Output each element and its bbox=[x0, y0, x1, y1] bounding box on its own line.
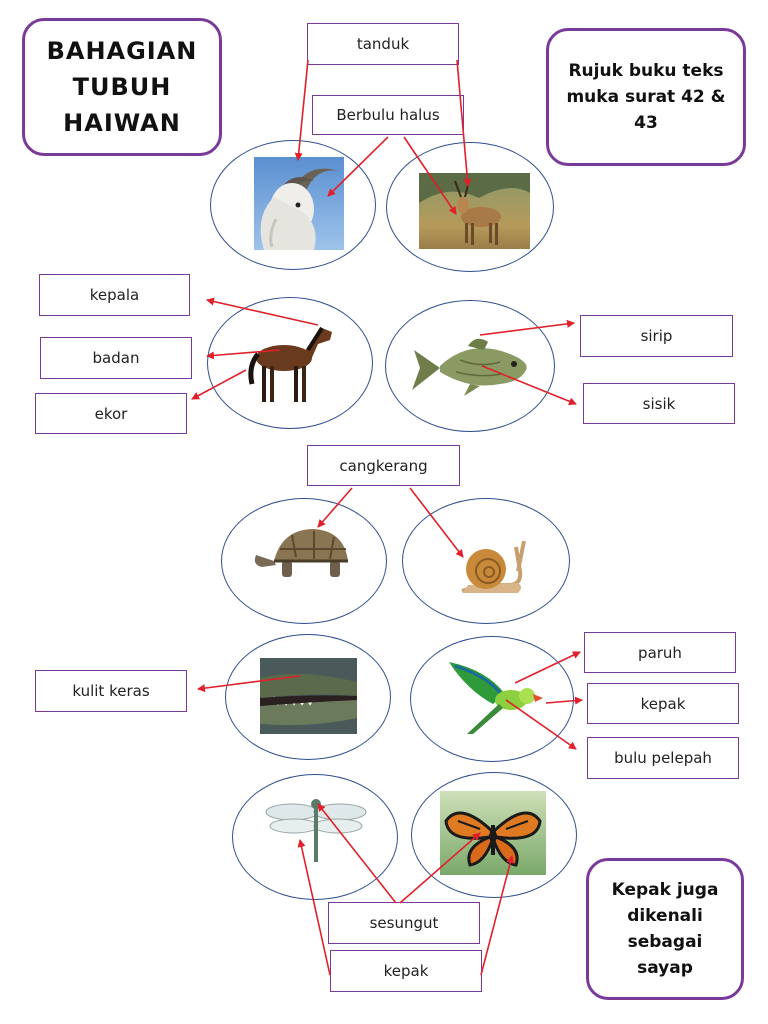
label-bulu-pelepah: bulu pelepah bbox=[587, 737, 739, 779]
goat-ellipse bbox=[210, 140, 376, 270]
page-title: BAHAGIAN TUBUH HAIWAN bbox=[46, 37, 198, 137]
deer-image bbox=[419, 173, 530, 249]
snail-ellipse bbox=[402, 498, 570, 624]
parrot-ellipse bbox=[410, 636, 574, 762]
goat-image bbox=[254, 157, 344, 250]
label-kepak-insect: kepak bbox=[330, 950, 482, 992]
tortoise-ellipse bbox=[221, 498, 387, 624]
wing-note: Kepak juga dikenali sebagai sayap bbox=[611, 880, 719, 978]
parrot-image bbox=[447, 660, 543, 736]
tortoise-image bbox=[252, 525, 358, 581]
title-box: BAHAGIAN TUBUH HAIWAN bbox=[22, 18, 222, 156]
label-sirip: sirip bbox=[580, 315, 733, 357]
crocodile-ellipse bbox=[225, 634, 391, 760]
label-sesungut: sesungut bbox=[328, 902, 480, 944]
butterfly-image bbox=[440, 791, 546, 875]
label-kulit-keras: kulit keras bbox=[35, 670, 187, 712]
label-kepak-bird: kepak bbox=[587, 683, 739, 724]
label-badan: badan bbox=[40, 337, 192, 379]
horse-ellipse bbox=[207, 297, 373, 429]
reference-note: Rujuk buku teks muka surat 42 & 43 bbox=[566, 61, 726, 133]
deer-ellipse bbox=[386, 142, 554, 272]
label-sisik: sisik bbox=[583, 383, 735, 424]
label-paruh: paruh bbox=[584, 632, 736, 673]
dragonfly-image bbox=[264, 796, 368, 864]
label-kepala: kepala bbox=[39, 274, 190, 316]
label-ekor: ekor bbox=[35, 393, 187, 434]
wing-note-box: Kepak juga dikenali sebagai sayap bbox=[586, 858, 744, 1000]
crocodile-image bbox=[260, 658, 357, 734]
reference-note-box: Rujuk buku teks muka surat 42 & 43 bbox=[546, 28, 746, 166]
label-berbulu-halus: Berbulu halus bbox=[312, 95, 464, 135]
horse-image bbox=[248, 322, 336, 406]
label-cangkerang: cangkerang bbox=[307, 445, 460, 486]
label-tanduk: tanduk bbox=[307, 23, 459, 65]
fish-image bbox=[410, 332, 532, 398]
snail-image bbox=[458, 527, 526, 597]
